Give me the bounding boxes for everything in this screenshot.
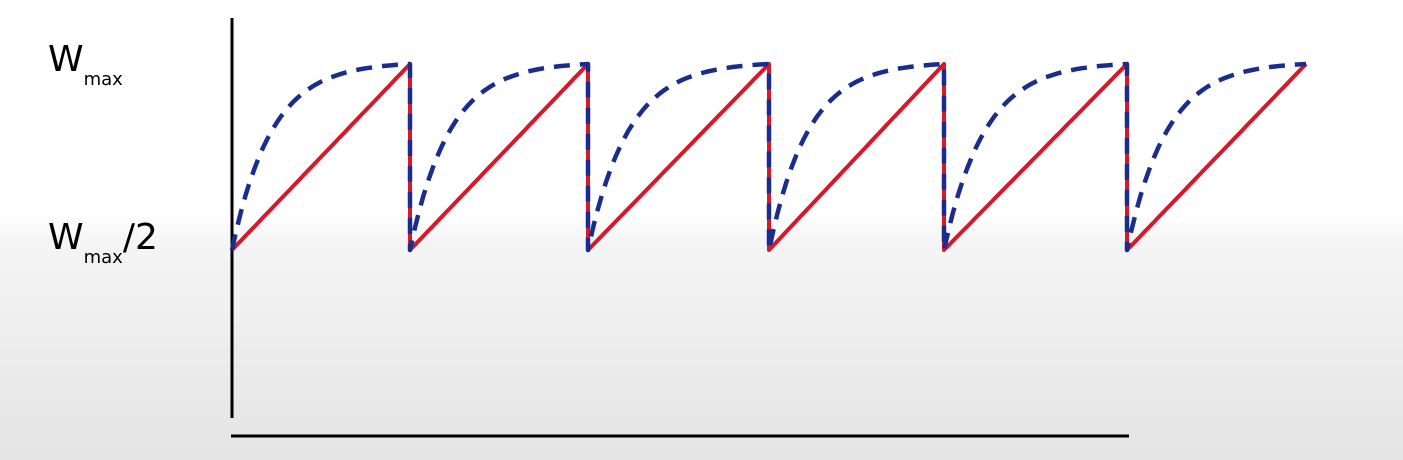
series-layer [229, 61, 1308, 253]
series-line-dashed [229, 61, 1307, 253]
y-tick-label-wmax: Wmax [48, 39, 123, 90]
y-tick-label-wmax-half: Wmax/2 [48, 217, 158, 268]
